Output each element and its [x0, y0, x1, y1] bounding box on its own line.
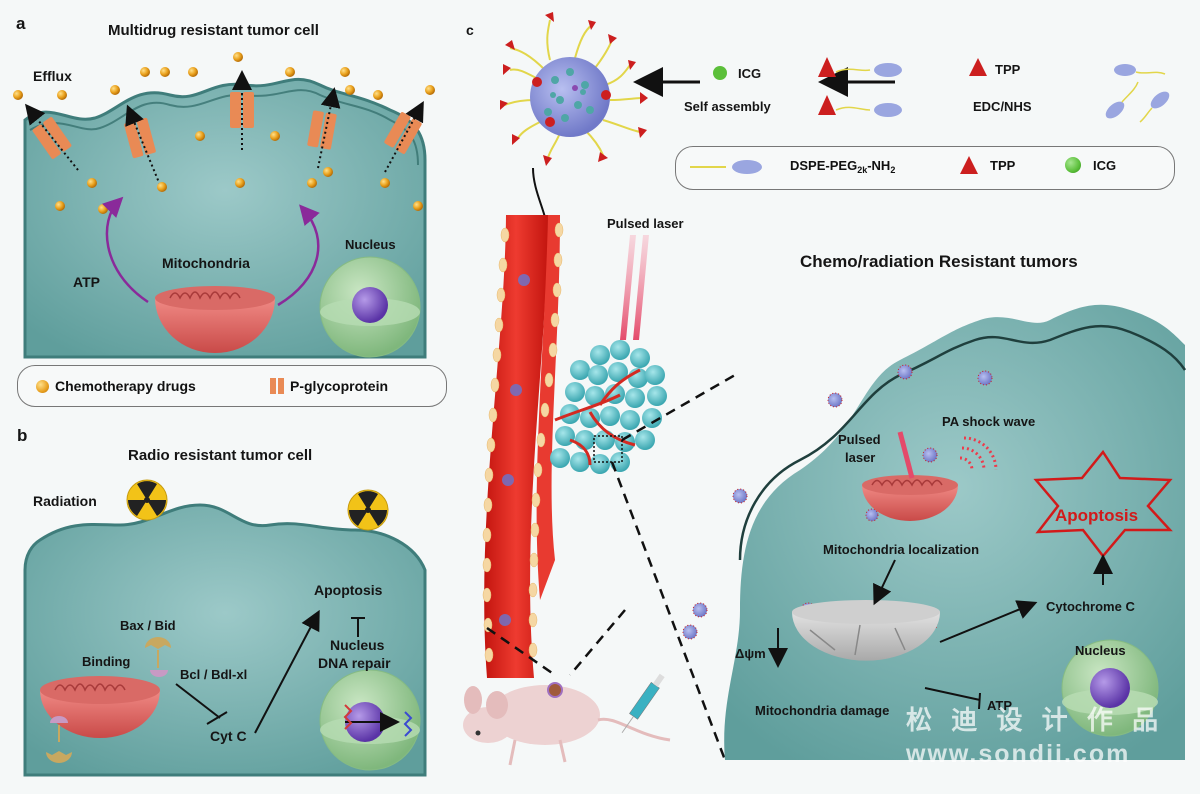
- mitochondria-c: [862, 431, 958, 521]
- pathway-lines-b: [175, 609, 365, 734]
- nucleus-b: [319, 669, 421, 771]
- zoom-dashed-lines: [486, 373, 736, 761]
- panel-b-letter: b: [17, 426, 28, 445]
- legend-p-glycoprotein: P-glycoprotein: [270, 378, 388, 394]
- efflux-arrows: [25, 70, 424, 186]
- nanoparticle: [500, 12, 648, 166]
- radiation-label: Radiation: [33, 493, 97, 509]
- nucleus-label-b: Nucleus: [330, 637, 385, 653]
- pulsed-laser-label-top: Pulsed laser: [607, 216, 684, 231]
- delta-psi-label: Δψm: [735, 646, 766, 661]
- chemotherapy-drug-dots: [13, 52, 435, 214]
- efflux-label: Efflux: [33, 68, 72, 84]
- icg-icon: [713, 66, 727, 80]
- laser-label: laser: [845, 450, 876, 465]
- nucleus-a: [319, 256, 421, 358]
- mitochondria-a: [155, 286, 275, 353]
- bax-bid-protein: [46, 637, 171, 763]
- panel-a-letter: a: [16, 14, 26, 33]
- legend-pgp-text: P-glycoprotein: [290, 378, 389, 394]
- bcl-label: Bcl / Bdl-xl: [180, 667, 248, 682]
- radiation-icon: [126, 479, 168, 521]
- legend-dspe-peg: DSPE-PEG2k-NH2: [690, 158, 895, 175]
- legend-drugs-text: Chemotherapy drugs: [55, 378, 196, 394]
- watermark-url: www.sondii.com: [906, 740, 1131, 768]
- panel-a-legend: [17, 365, 447, 407]
- apoptosis-label-c: Apoptosis: [1055, 506, 1139, 525]
- pathway-arrows-c: [768, 554, 1113, 710]
- damaged-mitochondria: [792, 600, 941, 661]
- nucleus-c: [1061, 639, 1159, 737]
- apoptosis-label-b: Apoptosis: [314, 582, 383, 598]
- atp-label: ATP: [73, 274, 100, 290]
- watermark-chinese: 松 迪 设 计 作 品: [906, 705, 1165, 735]
- cyt-c-label: Cyt C: [210, 728, 247, 744]
- tpp-peg-conjugate: [818, 57, 902, 117]
- cytochrome-c-label: Cytochrome C: [1046, 599, 1135, 614]
- legend-icg: ICG: [1065, 157, 1116, 173]
- peg-chain-icon: [690, 165, 726, 168]
- self-assembly-label: Self assembly: [684, 99, 771, 114]
- panel-b-title: Radio resistant tumor cell: [128, 447, 313, 464]
- tumor-vasculature: [554, 368, 641, 466]
- legend-chemotherapy-drugs: Chemotherapy drugs: [36, 378, 196, 394]
- pa-shock-wave: [959, 436, 998, 471]
- panel-c-letter: c: [466, 22, 474, 38]
- tpp-label: TPP: [995, 62, 1021, 77]
- icg-sphere-icon: [1065, 157, 1081, 173]
- bax-bid-label: Bax / Bid: [120, 618, 176, 633]
- mito-damage-label: Mitochondria damage: [755, 703, 890, 718]
- mitochondria-b: [40, 676, 160, 738]
- radiation-icon: [347, 489, 389, 531]
- atp-label-c: ATP: [987, 698, 1013, 713]
- mito-localization-label: Mitochondria localization: [823, 542, 980, 557]
- blood-vessel: [482, 215, 564, 678]
- mouse-illustration: [463, 682, 671, 766]
- drug-dot-icon: [36, 379, 49, 393]
- legend-tpp-text: TPP: [990, 157, 1016, 173]
- edc-nhs-label: EDC/NHS: [973, 99, 1032, 114]
- nucleus-label-a: Nucleus: [345, 237, 396, 252]
- p-glycoprotein-pumps: [32, 92, 422, 159]
- tumor-title: Chemo/radiation Resistant tumors: [800, 252, 1078, 271]
- dspe-peg-molecules: [1105, 64, 1170, 123]
- zoom-region-box: [593, 435, 623, 463]
- nucleus-label-c: Nucleus: [1075, 643, 1126, 658]
- pulsed-laser-beam: [620, 235, 649, 340]
- dspe-head-icon: [732, 159, 762, 174]
- icg-label: ICG: [738, 66, 762, 81]
- pulsed-label: Pulsed: [838, 432, 881, 447]
- tpp-icon: [969, 58, 987, 76]
- panel-a-title: Multidrug resistant tumor cell: [108, 22, 319, 39]
- p-glycoprotein-icon: [270, 378, 284, 394]
- legend-tpp: TPP: [960, 156, 1015, 174]
- mitochondria-label: Mitochondria: [162, 255, 250, 271]
- dna-repair-label: DNA repair: [318, 655, 391, 671]
- binding-label: Binding: [82, 654, 131, 669]
- legend-icg-text: ICG: [1093, 157, 1117, 173]
- atp-arrows: [102, 196, 320, 307]
- tumor-mass: [550, 340, 667, 474]
- tpp-cone-icon: [960, 156, 978, 174]
- syringe-icon: [621, 673, 665, 734]
- pa-shock-wave-label: PA shock wave: [942, 414, 1036, 429]
- legend-dspe-text: DSPE-PEG2k-NH2: [790, 158, 896, 175]
